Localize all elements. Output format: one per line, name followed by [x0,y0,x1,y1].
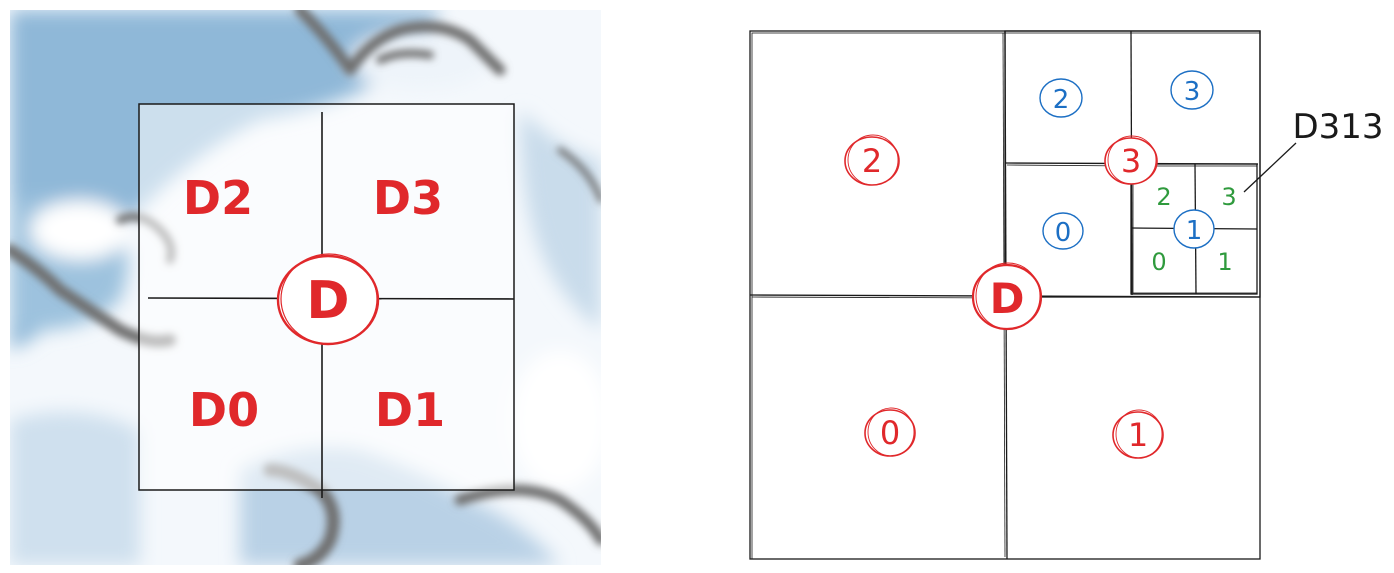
level1-labels: 2 3 0 1 [844,134,1164,459]
level1-label-1: 1 [1128,416,1148,454]
callout-d313: D313 [1243,107,1384,193]
level1-label-0: 0 [880,414,900,452]
level3-label-3: 3 [1221,183,1236,211]
callout-leader-line [1243,142,1297,193]
level2-label-2: 2 [1053,85,1070,115]
right-center-node: D [971,262,1043,331]
level3-label-1: 1 [1217,248,1232,276]
level2-label-3: 3 [1184,77,1201,107]
callout-label: D313 [1292,107,1383,147]
level1-label-2: 2 [862,142,882,180]
right-center-label: D [990,274,1025,323]
left-quadrant-label-d3: D3 [373,171,443,225]
level1-label-3: 3 [1121,142,1141,180]
left-center-circle-sketch [280,253,378,345]
left-quadrant-label-d1: D1 [375,383,445,437]
left-quadrant-label-d0: D0 [189,383,259,437]
left-quadtree: D D2 D3 D0 D1 [138,103,515,498]
left-quadrant-label-d2: D2 [183,171,253,225]
level2-label-1: 1 [1186,216,1203,246]
left-center-label: D [306,271,349,331]
level2-label-0: 0 [1055,218,1072,248]
level3-labels: 2 3 0 1 [1151,183,1236,276]
level2-labels: 2 3 0 1 [1039,70,1215,250]
level3-label-2: 2 [1156,183,1171,211]
level3-label-0: 0 [1151,248,1166,276]
